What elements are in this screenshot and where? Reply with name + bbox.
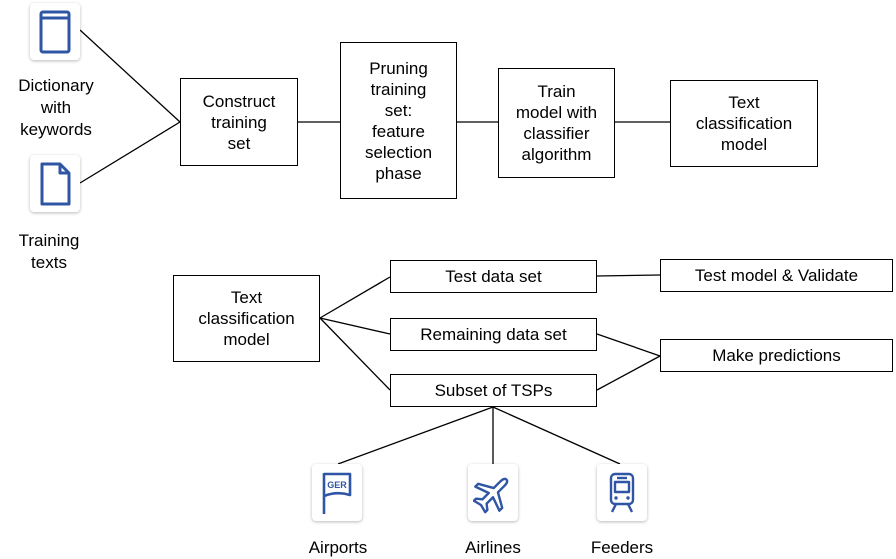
train-icon bbox=[609, 472, 635, 513]
test-model-validate-box: Test model & Validate bbox=[660, 259, 893, 292]
text-classification-model-box-top: Text classification model bbox=[670, 80, 818, 167]
edge-subset-feeders bbox=[492, 406, 621, 465]
edge-model-test bbox=[319, 276, 391, 319]
subset-of-tsps-box: Subset of TSPs bbox=[390, 374, 597, 407]
edge-subset-airports bbox=[337, 406, 494, 465]
airplane-icon bbox=[473, 477, 509, 513]
test-data-set-box: Test data set bbox=[390, 260, 597, 293]
make-predictions-box: Make predictions bbox=[660, 339, 893, 372]
edge-remaining-predictions bbox=[596, 333, 661, 357]
dictionary-node bbox=[30, 3, 80, 60]
feeders-label: Feeders bbox=[590, 538, 654, 557]
book-icon bbox=[39, 10, 71, 53]
airport-flag-text: GER bbox=[327, 480, 347, 490]
edge-test-validate bbox=[596, 274, 661, 277]
airlines-label: Airlines bbox=[465, 538, 521, 557]
dictionary-label: Dictionary with keywords bbox=[18, 76, 94, 139]
flag-icon: GER bbox=[322, 472, 352, 514]
training-texts-node bbox=[30, 155, 80, 212]
remaining-data-set-box: Remaining data set bbox=[390, 318, 597, 351]
pruning-training-set-box: Pruning training set: feature selection … bbox=[340, 42, 457, 199]
train-model-box: Train model with classifier algorithm bbox=[498, 68, 615, 178]
airlines-node bbox=[468, 464, 518, 521]
edge-subset-predictions bbox=[596, 355, 661, 391]
airports-label: Airports bbox=[308, 538, 368, 557]
edge-model-remaining bbox=[319, 317, 391, 335]
edge-model-subset bbox=[319, 317, 391, 391]
document-icon bbox=[40, 162, 71, 205]
text-classification-model-box-bottom: Text classification model bbox=[173, 275, 320, 362]
airports-node: GER bbox=[312, 464, 362, 521]
training-texts-label: Training texts bbox=[18, 231, 80, 272]
feeders-node bbox=[597, 464, 647, 521]
edge-texts-construct bbox=[79, 121, 181, 184]
edge-dictionary-construct bbox=[79, 29, 181, 123]
construct-training-set-box: Construct training set bbox=[180, 78, 298, 166]
